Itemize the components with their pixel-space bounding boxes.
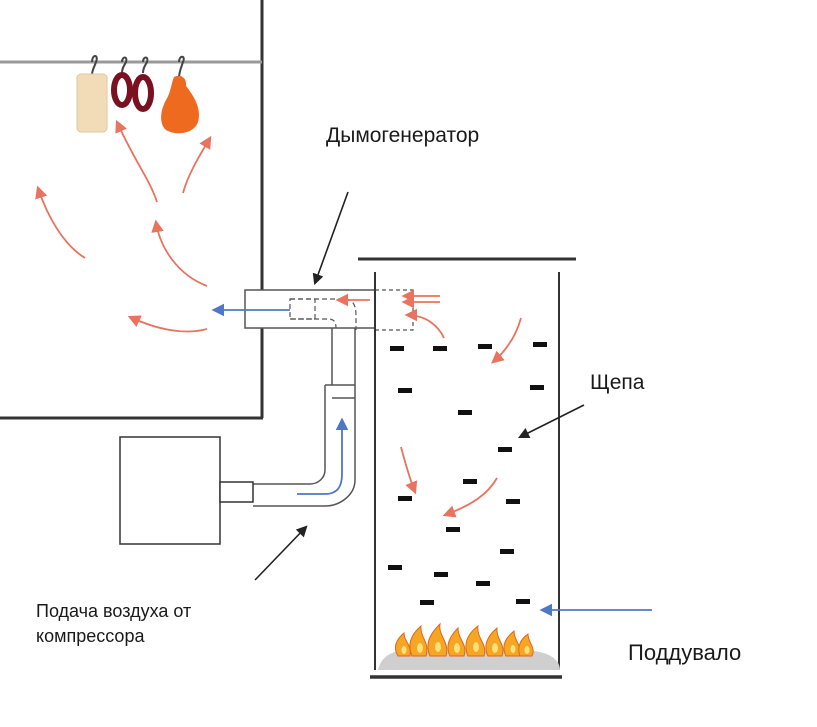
firebox-smoke-arrows: [400, 317, 522, 518]
sausage-ring-icon: [132, 74, 154, 112]
fire: [378, 622, 560, 670]
air-supply-label: Подача воздуха от компрессора: [36, 599, 191, 649]
smoke-flow-arrows: [35, 119, 212, 333]
pointer-lines: [254, 191, 585, 581]
compressor: [119, 436, 221, 545]
air-supply-label-line1: Подача воздуха от: [36, 601, 192, 621]
smoking-chamber: [0, 0, 264, 420]
air-supply-pointer: [254, 525, 308, 581]
compressor-nozzle: [219, 481, 254, 503]
hanging-products: [76, 55, 199, 134]
hook-icon: [91, 55, 185, 79]
blower-label: Поддувало: [628, 640, 742, 665]
air-pipe: [253, 328, 356, 507]
smoke-generator-pointer: [312, 191, 349, 286]
wood-chips: [388, 342, 547, 605]
generator-smoke-arrows: [335, 289, 445, 339]
ham-icon: [161, 75, 199, 134]
air-supply-label-line2: компрессора: [36, 626, 145, 646]
chips-pointer: [517, 404, 585, 439]
lard-icon: [76, 73, 108, 133]
wood-chips-label: Щепа: [590, 371, 645, 394]
smoke-generator-label: Дымогенератор: [326, 124, 480, 147]
air-flow-arrows: [211, 303, 349, 495]
firebox: [358, 257, 576, 679]
sausage-ring-icon: [111, 72, 133, 108]
